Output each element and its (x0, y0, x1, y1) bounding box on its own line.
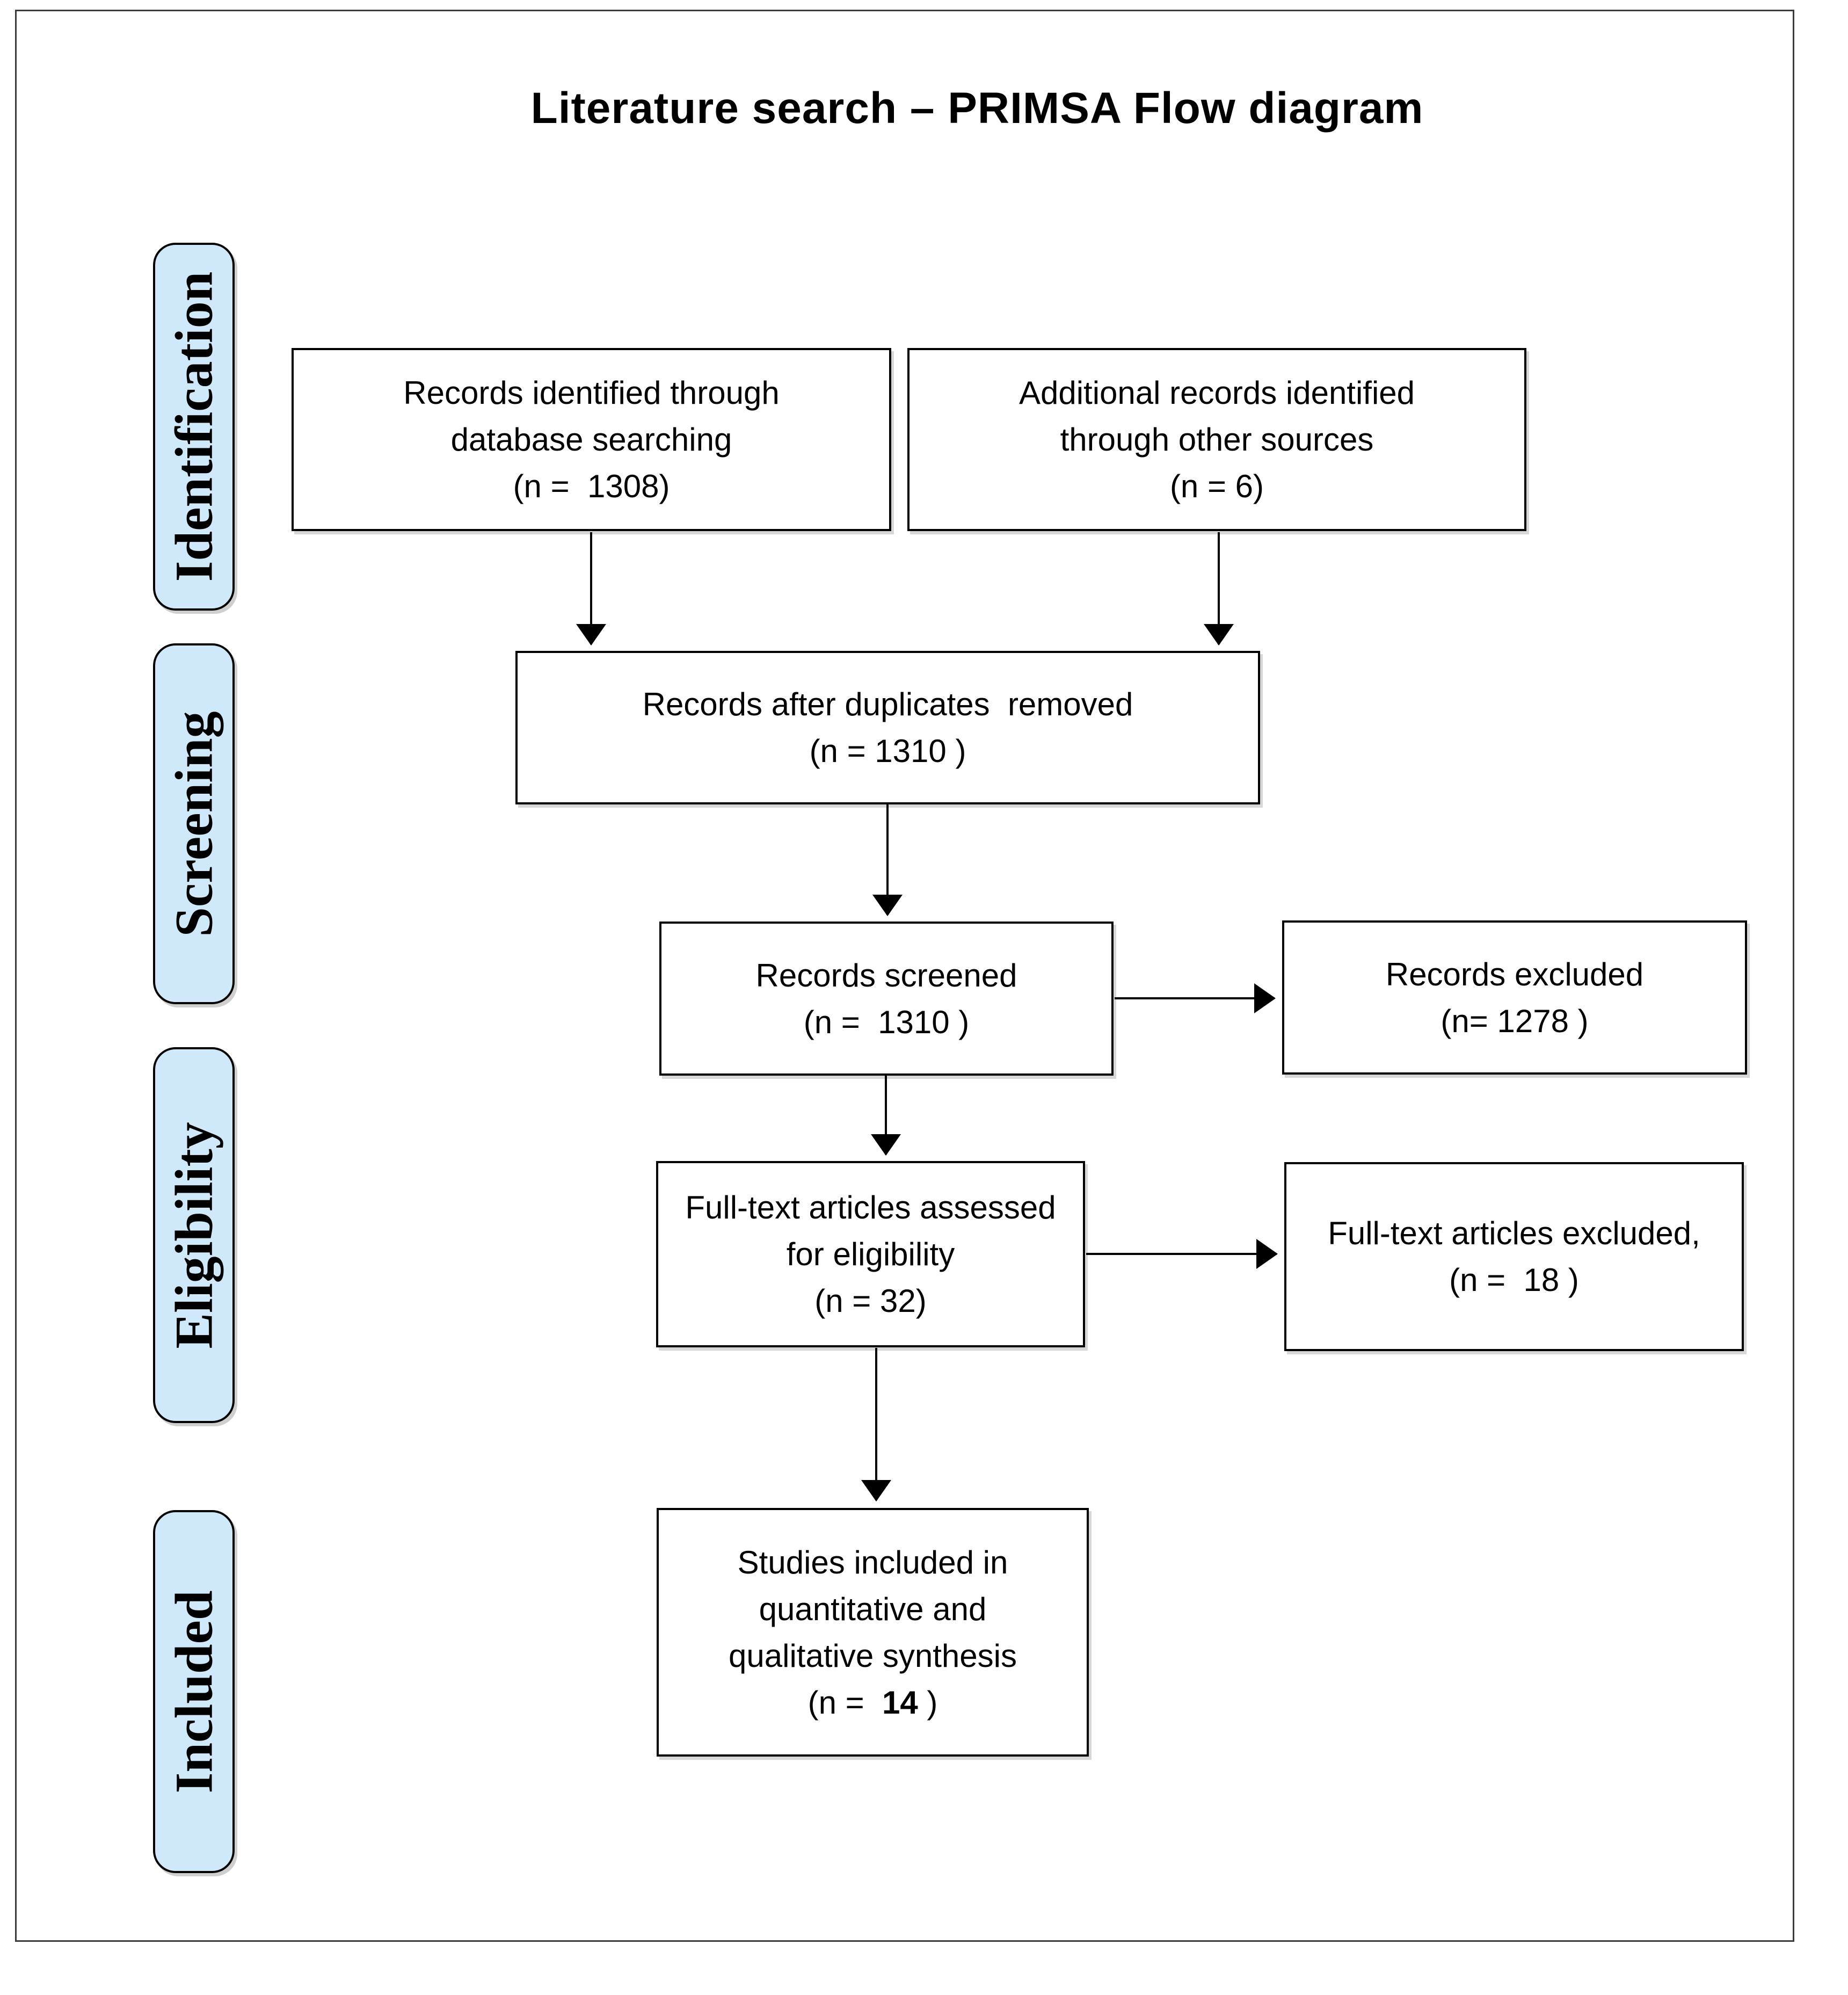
box-records-identified-count: (n = 1308) (513, 468, 670, 504)
stage-identification-label: Identification (164, 271, 224, 582)
stage-included-label: Included (164, 1590, 224, 1793)
box-records-after-duplicates-count: (n = 1310 ) (809, 733, 966, 769)
box-fulltext-assessed-count: (n = 32) (814, 1283, 927, 1319)
box-records-screened-text: Records screened (755, 957, 1017, 993)
box-records-excluded-text: Records excluded (1385, 956, 1644, 992)
box-records-after-duplicates-text: Records after duplicates removed (642, 686, 1133, 722)
stage-included: Included (153, 1510, 235, 1873)
stage-screening: Screening (153, 643, 235, 1004)
stage-screening-label: Screening (164, 710, 224, 937)
stage-identification: Identification (153, 243, 235, 611)
count-value: 14 (882, 1684, 918, 1721)
box-records-screened: Records screened (n = 1310 ) (659, 922, 1114, 1076)
box-records-screened-count: (n = 1310 ) (803, 1004, 970, 1040)
box-additional-records-count: (n = 6) (1169, 468, 1264, 504)
count-suffix: ) (918, 1684, 938, 1721)
box-records-excluded: Records excluded (n= 1278 ) (1282, 920, 1747, 1075)
diagram-title: Literature search – PRIMSA Flow diagram (530, 84, 1424, 133)
box-records-excluded-count: (n= 1278 ) (1440, 1003, 1589, 1039)
stage-eligibility: Eligibility (153, 1047, 235, 1423)
stage-eligibility-label: Eligibility (164, 1121, 224, 1349)
box-records-identified: Records identified through database sear… (292, 348, 891, 531)
box-fulltext-excluded-text: Full-text articles excluded, (1328, 1215, 1700, 1251)
count-prefix: (n = (807, 1684, 882, 1721)
box-additional-records: Additional records identified through ot… (907, 348, 1526, 531)
box-records-identified-text: Records identified through database sear… (403, 375, 780, 458)
box-studies-included-text: Studies included in quantitative and qua… (729, 1544, 1017, 1674)
box-studies-included-count: (n = 14 ) (808, 1679, 938, 1726)
box-studies-included: Studies included in quantitative and qua… (657, 1508, 1089, 1757)
box-fulltext-assessed-text: Full-text articles assessed for eligibil… (685, 1189, 1056, 1272)
box-additional-records-text: Additional records identified through ot… (1018, 375, 1415, 458)
box-records-after-duplicates: Records after duplicates removed (n = 13… (515, 651, 1260, 804)
box-fulltext-excluded: Full-text articles excluded, (n = 18 ) (1284, 1162, 1744, 1351)
box-fulltext-excluded-count: (n = 18 ) (1449, 1262, 1579, 1298)
box-fulltext-assessed: Full-text articles assessed for eligibil… (656, 1161, 1085, 1347)
